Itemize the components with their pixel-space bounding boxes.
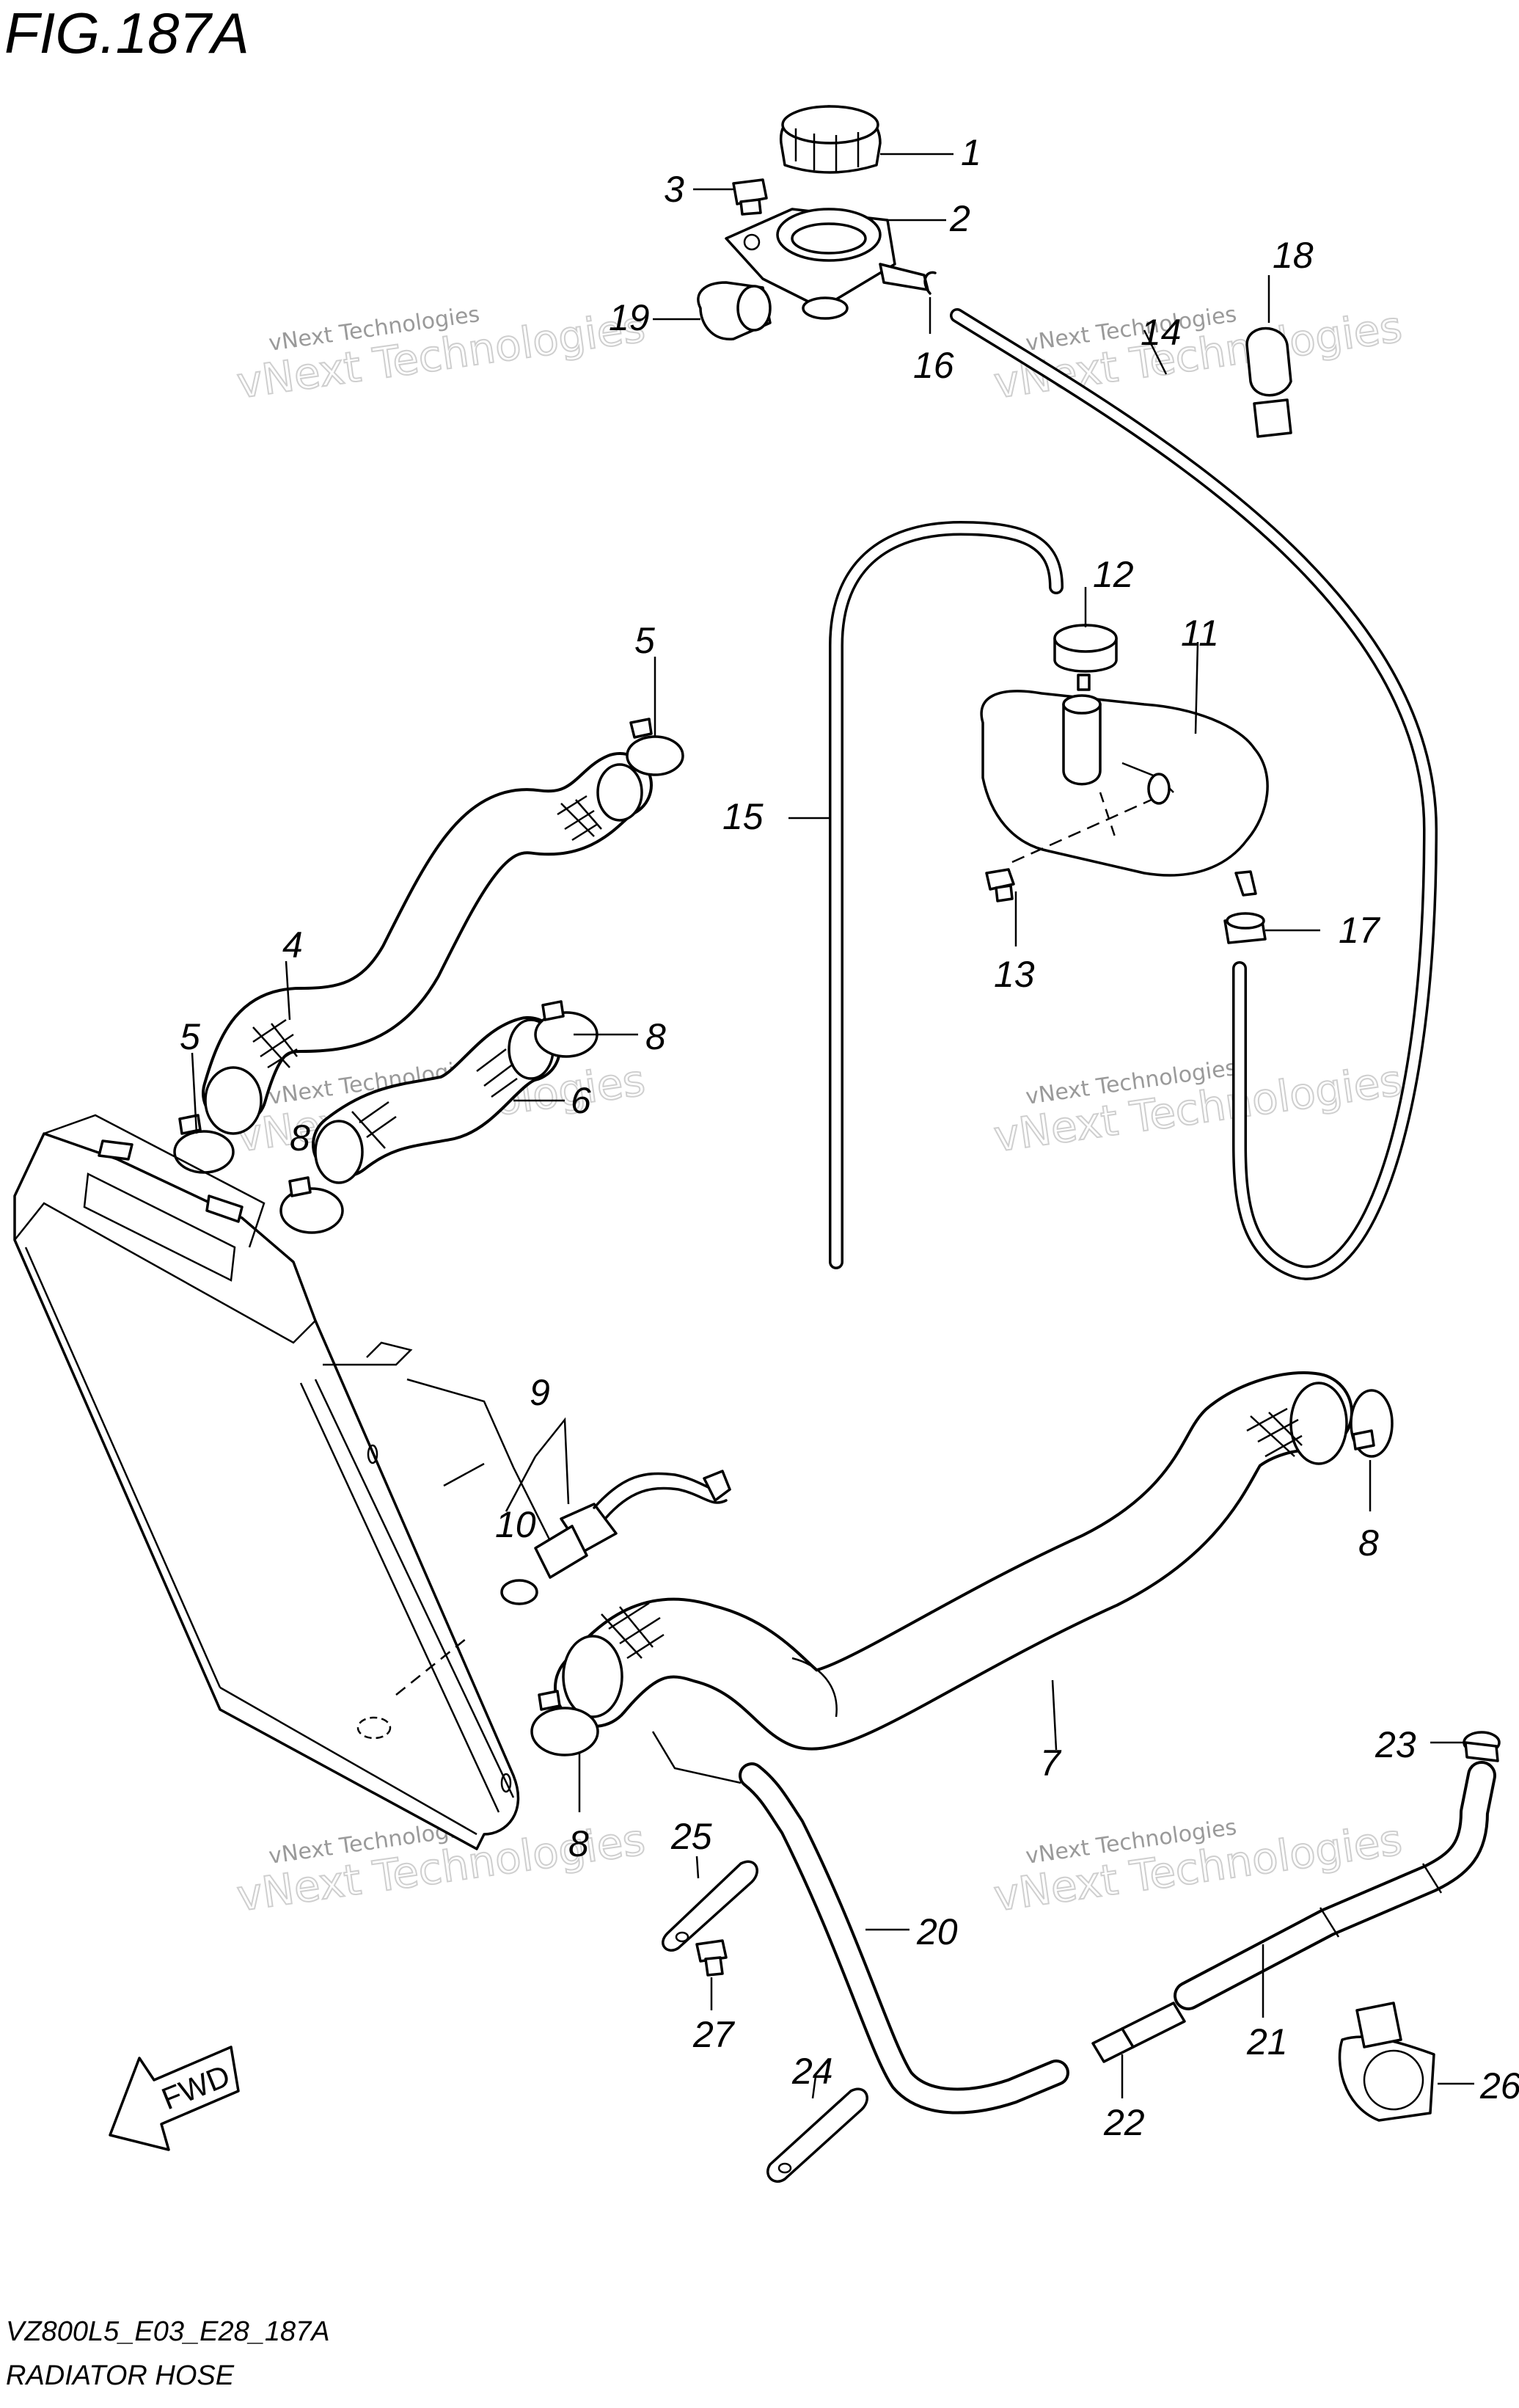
bolt-3 [732, 178, 768, 216]
callout-7: 7 [1040, 1743, 1062, 1784]
callout-12: 12 [1093, 554, 1134, 595]
bolt-13 [985, 868, 1015, 902]
callout-3: 3 [664, 169, 684, 210]
watermark: vNext Technologies vNext Technologies [233, 301, 648, 409]
clamp-18 [1245, 326, 1292, 438]
figure-caption: RADIATOR HOSE [6, 2360, 235, 2391]
radiator [13, 1114, 559, 1850]
callouts: 1 2 3 4 5 5 6 7 8 8 8 8 9 10 11 12 13 14… [180, 132, 1519, 2143]
hose-clamp-8-right [1350, 1389, 1394, 1458]
radiator-hose-4 [202, 752, 653, 1135]
model-code: VZ800L5_E03_E28_187A [6, 2316, 330, 2347]
callout-1: 1 [961, 132, 981, 173]
callout-5-upper: 5 [634, 620, 655, 661]
thermo-switch-9 [534, 1470, 731, 1579]
clamp-24 [766, 2087, 868, 2183]
fwd-direction-arrow: FWD [109, 2046, 240, 2151]
figure-title: FIG.187A [4, 1, 249, 65]
callout-26: 26 [1479, 2065, 1519, 2106]
hose-clamp-8-upper [534, 1000, 599, 1058]
reservoir-tank-11 [980, 674, 1269, 897]
callout-14: 14 [1141, 312, 1182, 353]
callout-15: 15 [722, 796, 764, 837]
callout-8-mid: 8 [290, 1117, 310, 1159]
callout-17: 17 [1339, 910, 1381, 951]
hose-20 [651, 1731, 1069, 2115]
filler-neck [725, 208, 929, 320]
hose-6 [312, 1016, 561, 1184]
clamp-17 [1223, 912, 1267, 944]
clamp-25 [662, 1860, 758, 1952]
hose-14-overflow [950, 308, 1438, 1280]
callout-19: 19 [609, 297, 650, 338]
callout-5-lower: 5 [180, 1016, 200, 1057]
callout-8-bottom: 8 [568, 1823, 589, 1864]
bracket-9 [505, 1417, 570, 1512]
callout-6: 6 [571, 1080, 591, 1121]
radiator-hose-7 [554, 1371, 1353, 1751]
watermark: vNext Technologies vNext Technologies [990, 301, 1405, 409]
fitting-22 [1091, 2002, 1186, 2063]
watermark: vNext Technologies vNext Technologies [990, 1054, 1405, 1162]
callout-16: 16 [913, 345, 954, 386]
callout-24: 24 [791, 2051, 833, 2092]
callout-8-right: 8 [1358, 1522, 1379, 1564]
hose-15-breather [829, 521, 1064, 1269]
leader-lines [191, 153, 1474, 2099]
hose-clamp-8-mid [279, 1176, 344, 1234]
callout-13: 13 [994, 954, 1035, 995]
callout-8-upper: 8 [645, 1016, 666, 1057]
callout-11: 11 [1181, 613, 1219, 654]
callout-20: 20 [916, 1911, 958, 1952]
callout-18: 18 [1273, 235, 1314, 276]
bolt-27 [695, 1939, 728, 1977]
callout-2: 2 [949, 198, 970, 239]
hose-clamp-5-upper [626, 718, 684, 776]
callout-4: 4 [282, 924, 303, 966]
hose-21 [1174, 1761, 1496, 2010]
callout-21: 21 [1246, 2021, 1288, 2062]
cap-12 [1053, 624, 1118, 673]
callout-10: 10 [495, 1504, 536, 1545]
clip-16 [923, 271, 937, 295]
hose-clamp-8-bottom [530, 1690, 599, 1756]
clamp-26 [1338, 2002, 1435, 2122]
clamp-23 [1463, 1731, 1501, 1762]
callout-22: 22 [1103, 2102, 1145, 2143]
callout-25: 25 [670, 1816, 712, 1857]
washer-10 [500, 1579, 538, 1605]
callout-9: 9 [530, 1372, 550, 1413]
callout-23: 23 [1375, 1724, 1416, 1765]
clamp-19 [697, 281, 772, 340]
callout-27: 27 [692, 2014, 736, 2055]
radiator-cap [779, 105, 882, 174]
